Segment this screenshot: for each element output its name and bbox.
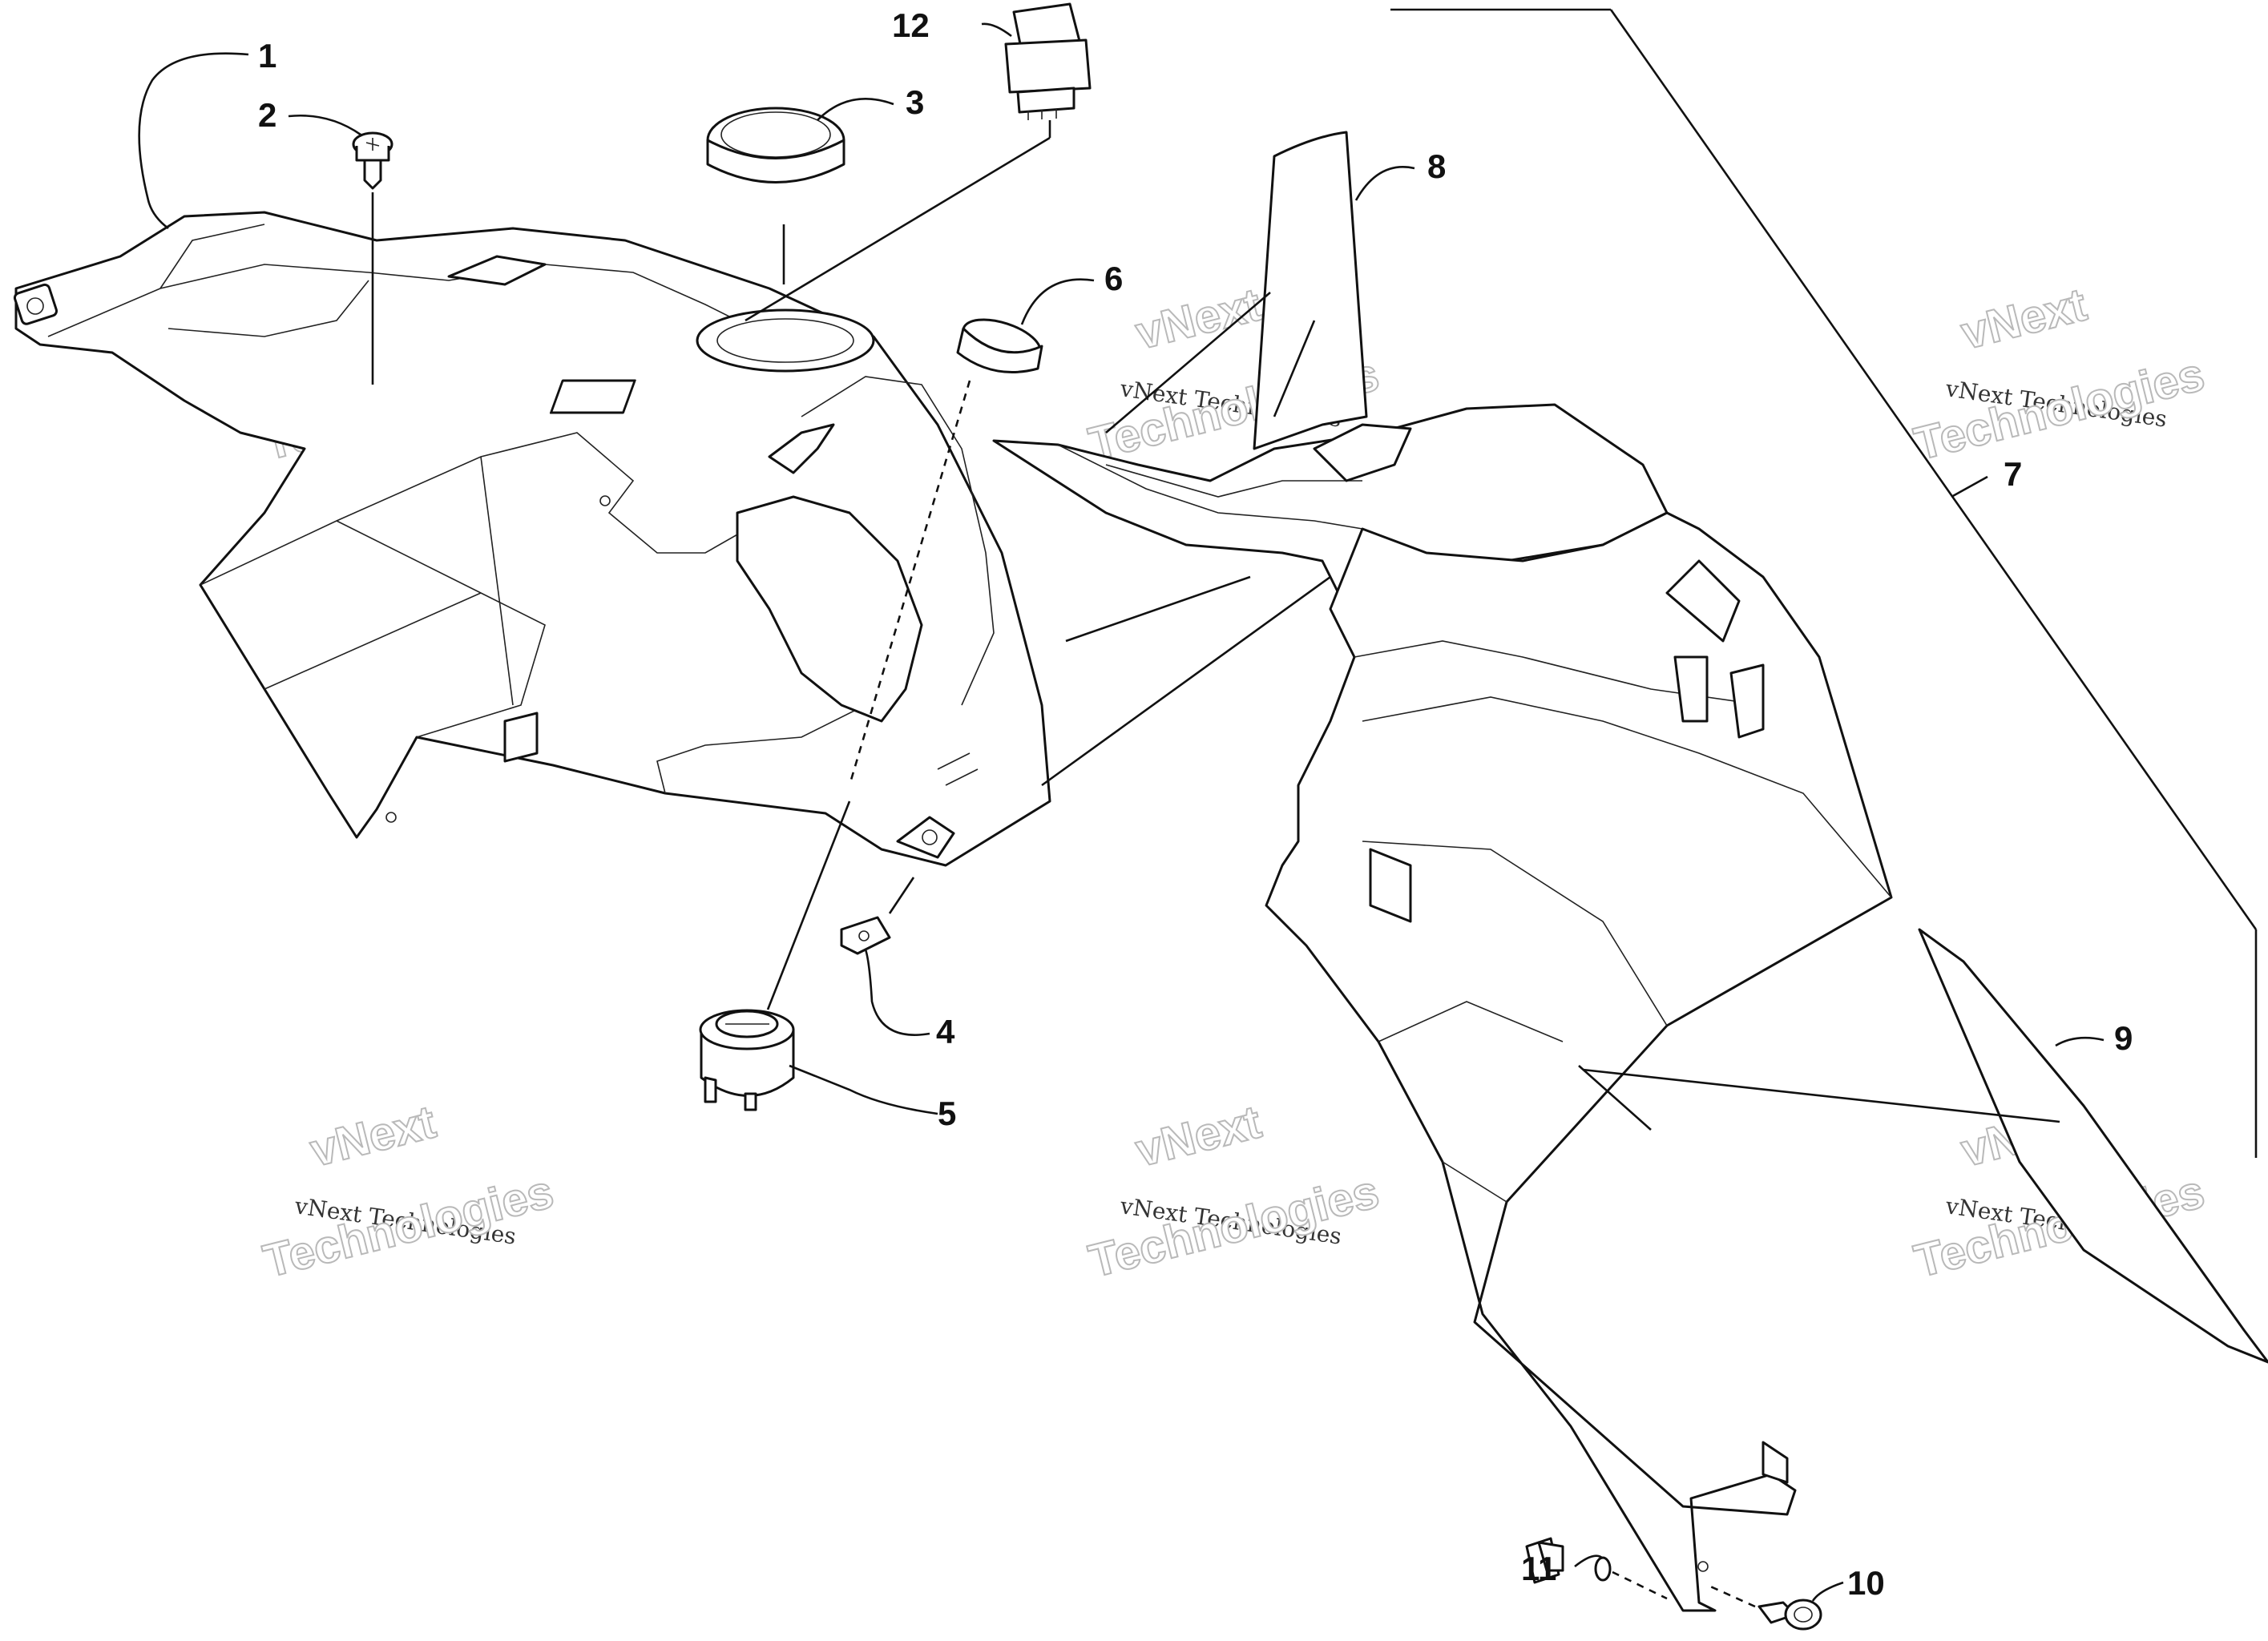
- part-6-cap: [848, 318, 1043, 786]
- callout-5: 5: [938, 1095, 956, 1132]
- callout-4: 4: [936, 1013, 955, 1050]
- watermark-5: vNext vNext Technologies Technologies: [1084, 1095, 1385, 1288]
- part-4-clip: [840, 877, 915, 955]
- part-8-upper-fairing: [992, 131, 1669, 658]
- watermark-4: vNext vNext Technologies Technologies: [258, 1095, 559, 1288]
- watermark-line3: Technologies: [1910, 348, 2209, 470]
- watermark-line3: Technologies: [1084, 1165, 1384, 1287]
- callout-6: 6: [1104, 260, 1123, 297]
- watermark-line3: Technologies: [259, 1165, 559, 1287]
- watermark-3: vNext vNext Technologies Technologies: [1909, 277, 2210, 470]
- callout-9: 9: [2114, 1019, 2133, 1057]
- part-5-ignition-switch: [699, 800, 851, 1111]
- part-12-rocker-switch: [745, 2, 1092, 322]
- part-10-push-rivet: [1706, 1583, 1822, 1631]
- part-lower-side-panel: [1041, 511, 1893, 1612]
- watermark-line1: vNext: [1131, 1095, 1266, 1176]
- part-9-strip: [1582, 928, 2268, 1364]
- callout-11: 11: [1521, 1550, 1556, 1587]
- callout-leaders: [138, 22, 2105, 1602]
- callout-7: 7: [2004, 455, 2022, 493]
- callout-labels: 1 2 3 12 6 8 7 9 4 5 11 10: [258, 6, 2133, 1602]
- callout-12: 12: [892, 6, 930, 44]
- watermark-line1: vNext: [1956, 278, 2092, 359]
- callout-8: 8: [1427, 147, 1446, 185]
- part-7-windshield-outline: [1390, 8, 2258, 1158]
- part-2-screw: [352, 131, 393, 385]
- part-1-console-housing: [13, 211, 1051, 867]
- callout-2: 2: [258, 96, 276, 134]
- watermark-line1: vNext: [305, 1095, 441, 1176]
- part-11-clip: [1525, 1537, 1668, 1600]
- callout-1: 1: [258, 37, 276, 75]
- part-3-bezel-ring: [706, 107, 845, 284]
- watermark-line1: vNext: [1131, 278, 1266, 359]
- callout-10: 10: [1847, 1564, 1885, 1602]
- callout-3: 3: [906, 83, 924, 121]
